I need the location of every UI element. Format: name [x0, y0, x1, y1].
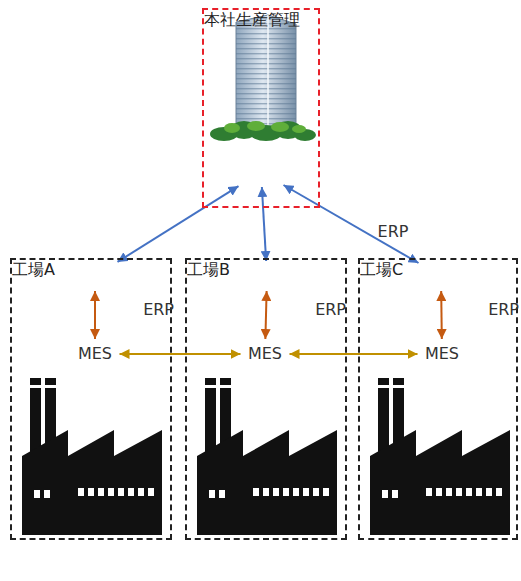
region-heading: 工場A [12, 260, 55, 280]
factory-icon [22, 378, 162, 535]
system-name: ERP [143, 300, 174, 320]
region-heading: 工場C [360, 260, 403, 280]
office-building [210, 15, 316, 141]
region-heading: 本社生産管理 [204, 10, 300, 30]
factory-region: ERP MES 工場B [185, 258, 347, 540]
system-name: MES [425, 344, 459, 364]
data-flow-arrow [94, 291, 96, 339]
system-label: ERP [422, 264, 461, 288]
data-flow-arrow [440, 291, 443, 339]
system-label: MES [244, 342, 287, 366]
data-flow-arrow [118, 186, 239, 262]
system-name: MES [78, 344, 112, 364]
system-name: ERP [488, 300, 519, 320]
system-label: ERP [248, 264, 287, 288]
region-heading: 工場B [187, 260, 230, 280]
system-name: MES [248, 344, 282, 364]
factory-icon [370, 378, 510, 535]
factory-region: ERP MES 工場C [358, 258, 518, 540]
data-flow-arrow [290, 353, 418, 355]
headquarters-region: ERP 本社生産管理 [202, 8, 320, 208]
data-flow-arrow [284, 185, 419, 263]
system-label: ERP [76, 264, 115, 288]
data-flow-arrow [120, 353, 241, 355]
data-flow-arrow [262, 187, 266, 261]
factory-region: ERP MES 工場A [10, 258, 172, 540]
system-label: MES [421, 342, 464, 366]
system-name: ERP [315, 300, 346, 320]
system-name: ERP [378, 222, 409, 242]
system-label: MES [74, 342, 117, 366]
factory-icon [197, 378, 337, 535]
system-label: ERP [242, 160, 281, 184]
data-flow-arrow [265, 291, 266, 339]
